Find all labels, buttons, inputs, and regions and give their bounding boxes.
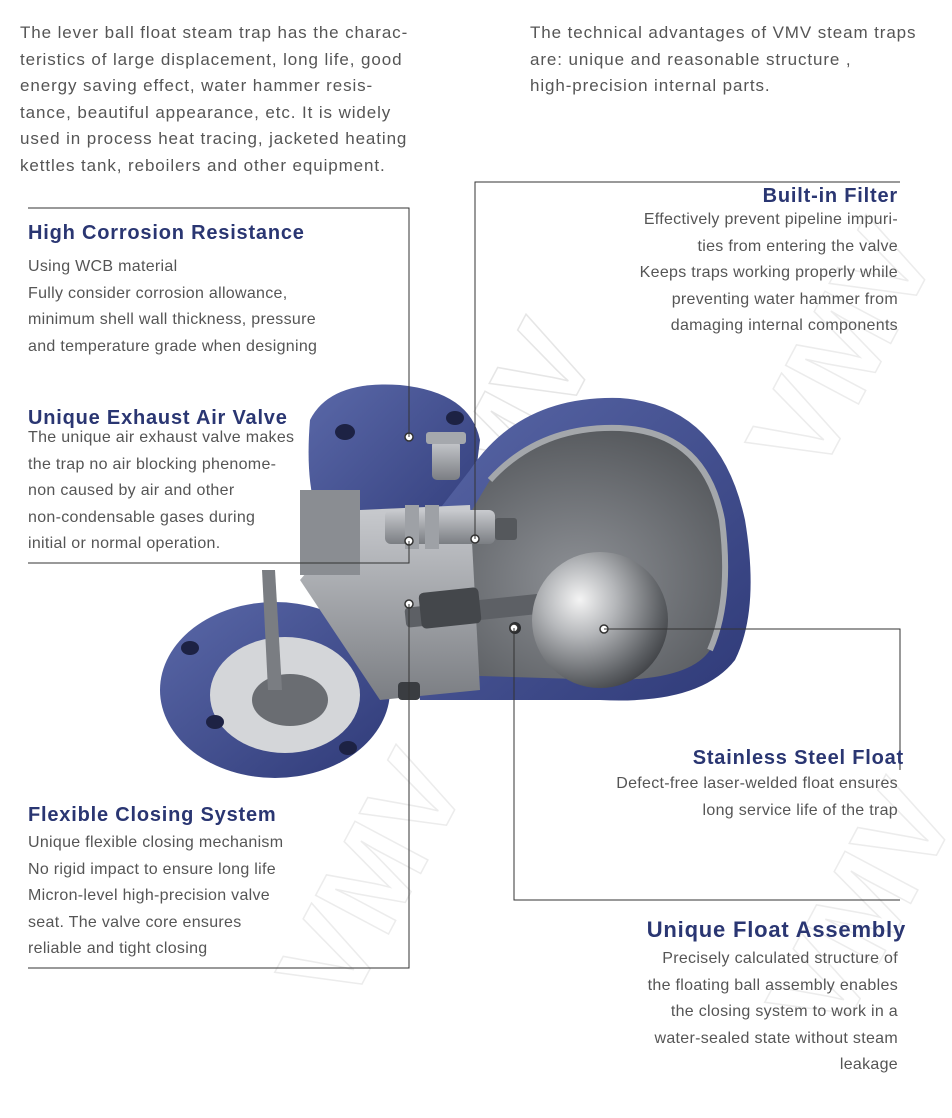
- lever-assembly: [404, 587, 566, 634]
- closing-line: seat. The valve core ensures: [28, 913, 242, 931]
- leader-filter: [474, 181, 900, 539]
- filter-line: ties from entering the valve: [697, 237, 898, 255]
- leader-corrosion: [28, 207, 410, 437]
- flange-bolt-hole: [181, 641, 199, 655]
- closing-line: reliable and tight closing: [28, 940, 208, 957]
- exhaust-line: non-condensable gases during: [28, 508, 256, 526]
- flange-bolt-hole: [339, 741, 357, 755]
- intro-left-line: kettles tank, reboilers and other equipm…: [20, 155, 386, 175]
- leader-assembly: [513, 628, 900, 901]
- exhaust-description: The unique air exhaust valve makes the t…: [28, 425, 294, 558]
- corrosion-description: Using WCB material Fully consider corros…: [28, 254, 317, 360]
- exhaust-line: non caused by air and other: [28, 482, 235, 499]
- filter-line: Effectively prevent pipeline impuri-: [643, 211, 898, 228]
- assembly-line: Precisely calculated structure of: [662, 950, 898, 967]
- assembly-line: the closing system to work in a: [670, 1003, 898, 1020]
- float-line: long service life of the trap: [702, 801, 898, 819]
- leader-closing: [28, 604, 410, 969]
- exhaust-line: the trap no air blocking phenome-: [28, 455, 277, 473]
- corrosion-line: and temperature grade when designing: [28, 337, 318, 355]
- filter-line: Keeps traps working properly while: [639, 264, 898, 281]
- assembly-line: leakage: [839, 1056, 898, 1073]
- closing-title: Flexible Closing System: [28, 804, 277, 826]
- cover-bolt: [432, 440, 460, 480]
- filter-title: Built-in Filter: [762, 185, 898, 207]
- cut-edge: [487, 424, 729, 652]
- float-title: Stainless Steel Float: [692, 747, 904, 769]
- assembly-description: Precisely calculated structure of the fl…: [648, 946, 898, 1079]
- filter-line: preventing water hammer from: [671, 290, 898, 308]
- leader-exhaust: [28, 541, 410, 564]
- assembly-title: Unique Float Assembly: [646, 917, 906, 942]
- intro-left-line: energy saving effect, water hammer resis…: [20, 76, 374, 95]
- assembly-line: water-sealed state without steam: [654, 1029, 898, 1047]
- intro-left-line: The lever ball float steam trap has the …: [20, 23, 409, 42]
- corrosion-line: Using WCB material: [28, 258, 178, 275]
- assembly-line: the floating ball assembly enables: [647, 976, 898, 994]
- leader-float: [604, 628, 901, 770]
- intro-left-line: teristics of large displacement, long li…: [20, 49, 403, 69]
- flange-bolt-hole: [335, 424, 355, 440]
- filter-line: damaging internal components: [670, 317, 898, 334]
- flange-bolt-hole: [446, 411, 464, 425]
- air-exhaust-valve: [385, 505, 517, 549]
- flange-bolt-hole: [206, 715, 224, 729]
- exhaust-line: initial or normal operation.: [28, 535, 221, 552]
- intro-left-paragraph: The lever ball float steam trap has the …: [20, 20, 408, 179]
- intro-left-line: used in process heat tracing, jacketed h…: [20, 129, 408, 148]
- corrosion-line: minimum shell wall thickness, pressure: [28, 311, 316, 328]
- float-description: Defect-free laser-welded float ensures l…: [616, 771, 898, 824]
- cover-bolt-head: [426, 432, 466, 444]
- exhaust-title: Unique Exhaust Air Valve: [28, 407, 288, 429]
- intro-right-line: The technical advantages of VMV steam tr…: [530, 23, 917, 42]
- corrosion-title: High Corrosion Resistance: [28, 222, 305, 244]
- closing-line: Unique flexible closing mechanism: [28, 834, 284, 851]
- float-line: Defect-free laser-welded float ensures: [616, 775, 898, 792]
- float-ball: [532, 552, 668, 688]
- inlet-pipe: [262, 570, 282, 690]
- closing-line: Micron-level high-precision valve: [28, 887, 270, 904]
- intro-right-paragraph: The technical advantages of VMV steam tr…: [530, 20, 916, 100]
- exhaust-line: The unique air exhaust valve makes: [28, 429, 295, 446]
- closing-line: No rigid impact to ensure long life: [28, 860, 276, 878]
- section-wall: [300, 490, 360, 575]
- intro-left-line: tance, beautiful appearance, etc. It is …: [20, 102, 392, 122]
- intro-right-line: are: unique and reasonable structure ,: [530, 49, 852, 69]
- intro-right-line: high-precision internal parts.: [530, 76, 771, 95]
- corrosion-line: Fully consider corrosion allowance,: [28, 284, 288, 302]
- closing-description: Unique flexible closing mechanism No rig…: [28, 830, 283, 963]
- filter-description: Effectively prevent pipeline impuri- tie…: [640, 207, 898, 340]
